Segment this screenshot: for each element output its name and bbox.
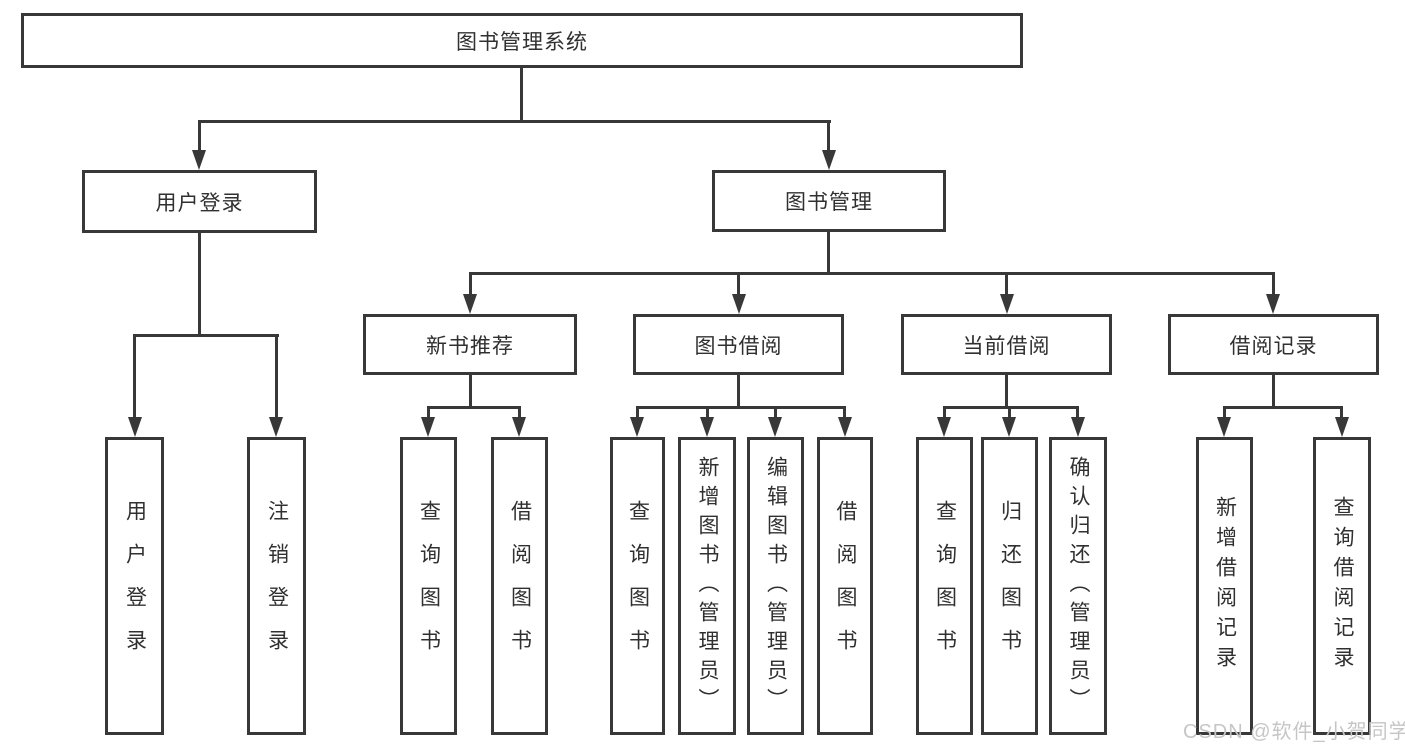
node-current-borrowing: 当前借阅 — [901, 314, 1112, 375]
connector-line — [737, 272, 740, 298]
connector-line — [518, 406, 521, 420]
arrow-down — [700, 417, 714, 437]
node-book-borrowing: 图书借阅 — [633, 314, 844, 375]
leaf-logout: 注销登录 — [247, 437, 306, 735]
leaf-confirm-return-admin: 确认归还（管理员） — [1049, 437, 1107, 735]
connector-line — [133, 334, 136, 419]
connector-line — [943, 406, 1079, 409]
node-new-book-recommendation: 新书推荐 — [363, 314, 577, 375]
node-borrowing-records: 借阅记录 — [1168, 314, 1379, 375]
arrow-down — [512, 417, 526, 437]
connector-line — [1272, 272, 1275, 298]
connector-line — [1008, 406, 1011, 420]
arrow-down — [1335, 417, 1349, 437]
connector-line — [469, 272, 472, 298]
leaf-borrowing-borrow-books: 借阅图书 — [817, 437, 873, 735]
arrow-down — [732, 294, 746, 314]
leaf-recommend-query-books: 查询图书 — [400, 437, 457, 735]
watermark: CSDN @软件_小贺同学 — [1183, 721, 1405, 743]
connector-line — [198, 120, 831, 123]
arrow-down — [128, 417, 142, 437]
leaf-current-query-books: 查询图书 — [916, 437, 973, 735]
leaf-add-borrow-record: 新增借阅记录 — [1196, 437, 1253, 735]
leaf-edit-books-admin: 编辑图书（管理员） — [747, 437, 804, 735]
node-library-management-system: 图书管理系统 — [21, 13, 1023, 68]
connector-line — [469, 375, 472, 408]
arrow-down — [1071, 417, 1085, 437]
connector-line — [1340, 406, 1343, 420]
leaf-borrowing-query-books: 查询图书 — [610, 437, 665, 735]
connector-line — [943, 406, 946, 420]
connector-line — [1272, 375, 1275, 408]
arrow-down — [192, 150, 206, 170]
connector-line — [133, 334, 279, 337]
connector-line — [1223, 406, 1226, 420]
connector-line — [1005, 272, 1008, 298]
arrow-down — [838, 417, 852, 437]
arrow-down — [768, 417, 782, 437]
leaf-recommend-borrow-books: 借阅图书 — [491, 437, 548, 735]
leaf-add-books-admin: 新增图书（管理员） — [678, 437, 736, 735]
connector-line — [636, 406, 639, 420]
arrow-down — [421, 417, 435, 437]
connector-line — [275, 334, 278, 419]
connector-line — [827, 232, 830, 275]
arrow-down — [1000, 294, 1014, 314]
connector-line — [1076, 406, 1079, 420]
arrow-down — [269, 417, 283, 437]
connector-line — [427, 406, 521, 409]
arrow-down — [1002, 417, 1016, 437]
connector-line — [198, 233, 201, 336]
arrow-down — [1266, 294, 1280, 314]
node-user-login: 用户登录 — [82, 170, 317, 233]
connector-line — [1005, 375, 1008, 408]
arrow-down — [1217, 417, 1231, 437]
arrow-down — [937, 417, 951, 437]
arrow-down — [463, 294, 477, 314]
leaf-user-login: 用户登录 — [105, 437, 164, 735]
leaf-query-borrow-record: 查询借阅记录 — [1313, 437, 1371, 735]
node-book-management: 图书管理 — [712, 170, 946, 232]
connector-line — [427, 406, 430, 420]
connector-line — [774, 406, 777, 420]
connector-line — [827, 120, 830, 154]
connector-line — [469, 272, 1275, 275]
connector-line — [843, 406, 846, 420]
arrow-down — [630, 417, 644, 437]
connector-line — [520, 68, 523, 122]
connector-line — [636, 406, 846, 409]
leaf-return-books: 归还图书 — [981, 437, 1038, 735]
connector-line — [198, 120, 201, 154]
connector-line — [737, 375, 740, 408]
connector-line — [1223, 406, 1343, 409]
connector-line — [706, 406, 709, 420]
arrow-down — [822, 150, 836, 170]
